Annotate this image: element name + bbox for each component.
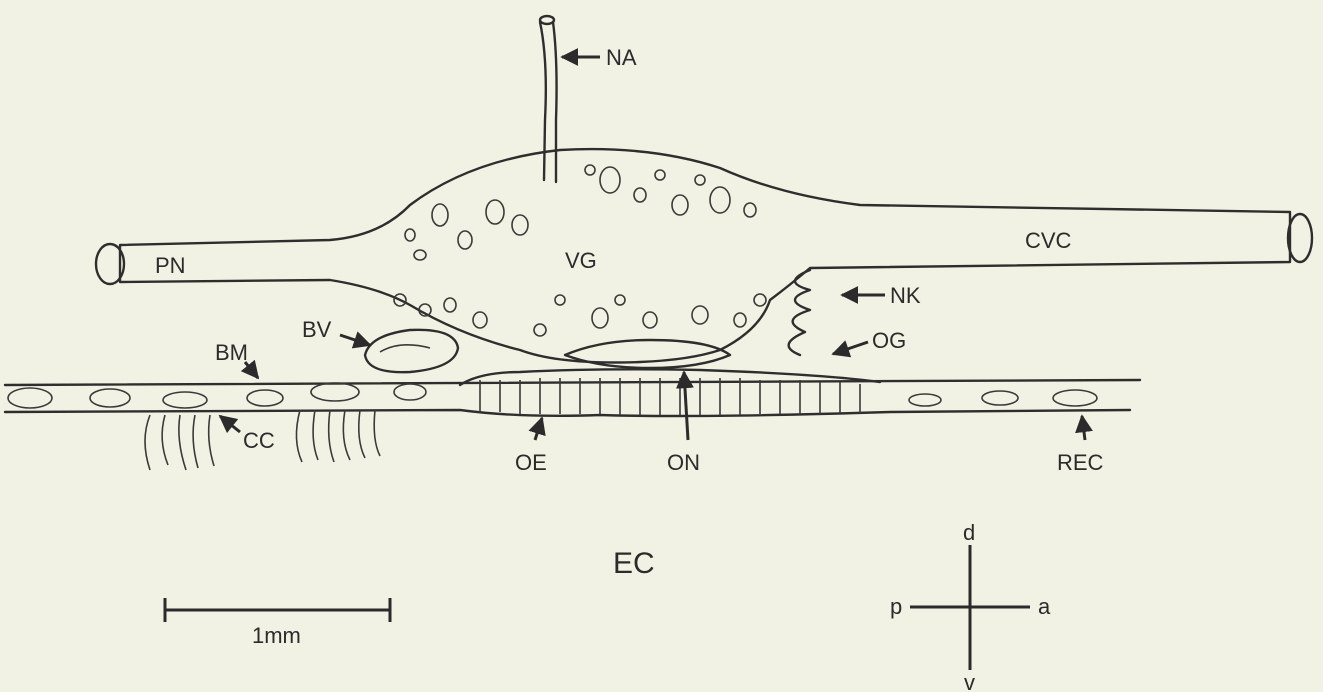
epithelium (5, 369, 1140, 416)
scale-bar-label: 1mm (252, 623, 301, 648)
label-bv-group: BV (302, 317, 370, 345)
compass-anterior: a (1038, 594, 1051, 619)
label-og: OG (872, 328, 906, 353)
label-na-group: NA (562, 45, 637, 70)
label-on: ON (667, 450, 700, 475)
label-rec-group: REC (1057, 416, 1104, 475)
label-og-group: OG (833, 328, 906, 354)
blood-vessel (365, 330, 458, 372)
compass-posterior: p (890, 594, 902, 619)
label-nk-group: NK (842, 283, 921, 308)
label-vg: VG (565, 248, 597, 273)
label-oe-group: OE (515, 418, 547, 475)
orientation-compass: d v p a (890, 520, 1051, 692)
label-rec: REC (1057, 450, 1104, 475)
ganglion-outline (96, 149, 1312, 362)
nerve-na (540, 16, 557, 182)
label-oe: OE (515, 450, 547, 475)
compass-ventral: v (964, 670, 975, 692)
label-cvc: CVC (1025, 228, 1072, 253)
label-cc-group: CC (220, 416, 275, 453)
label-bm-group: BM (215, 340, 258, 378)
label-ec: EC (613, 547, 655, 580)
label-bm: BM (215, 340, 248, 365)
label-cc: CC (243, 428, 275, 453)
label-bv: BV (302, 317, 332, 342)
label-on-group: ON (667, 372, 700, 475)
scale-bar: 1mm (165, 598, 390, 648)
label-nk: NK (890, 283, 921, 308)
label-pn: PN (155, 253, 186, 278)
label-na: NA (606, 45, 637, 70)
compass-dorsal: d (963, 520, 975, 545)
